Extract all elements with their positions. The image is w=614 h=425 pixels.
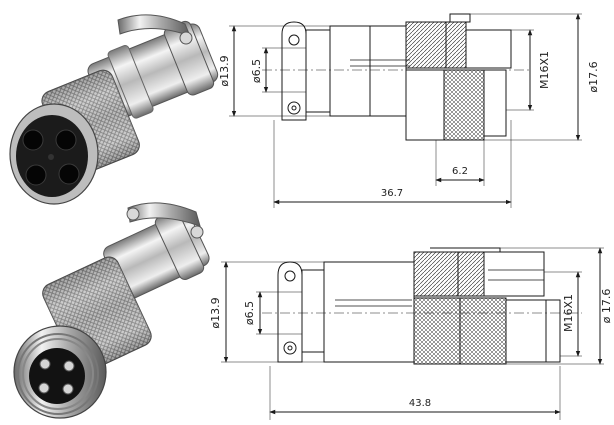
dim-male-diameter-c: ø 17.6 <box>600 289 613 324</box>
female-connector-drawing <box>229 13 582 208</box>
dim-female-diameter-a: ø13.9 <box>218 55 231 86</box>
dim-female-diameter-b: ø6.5 <box>250 59 263 83</box>
dim-male-thread: M16X1 <box>562 294 575 332</box>
female-connector-photo <box>9 14 219 205</box>
female-dimension-labels: ø13.9 ø6.5 M16X1 ø17.6 6.2 36.7 <box>218 51 600 199</box>
dim-male-overall-length: 43.8 <box>409 398 431 409</box>
dim-male-diameter-b: ø6.5 <box>243 301 256 325</box>
male-dimension-labels: ø13.9 ø6.5 M16X1 ø 17.6 43.8 <box>209 289 613 409</box>
dim-female-thread: M16X1 <box>538 51 551 89</box>
dim-female-overall-length: 36.7 <box>381 188 403 199</box>
male-connector-photo <box>13 202 210 419</box>
male-connector-drawing <box>221 247 604 420</box>
dim-female-knurl-length: 6.2 <box>452 166 468 177</box>
dim-female-diameter-c: ø17.6 <box>587 61 600 92</box>
dim-male-diameter-a: ø13.9 <box>209 297 222 328</box>
